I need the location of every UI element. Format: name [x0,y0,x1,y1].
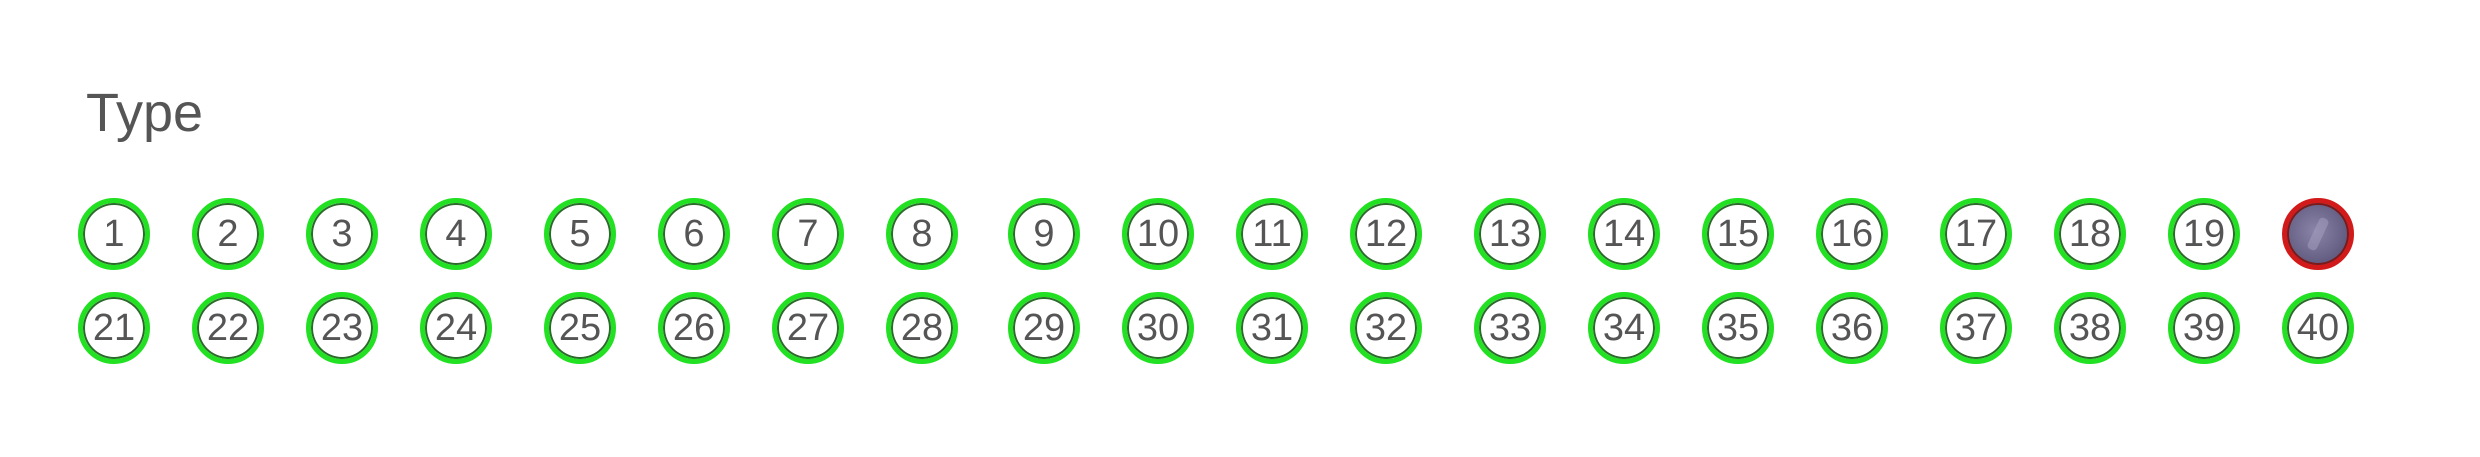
selection-mark [2306,216,2330,252]
type-option-18[interactable]: 18 [2054,198,2126,270]
type-option-20-selected[interactable]: 20 [2282,198,2354,270]
type-option-8[interactable]: 8 [886,198,958,270]
type-option-39[interactable]: 39 [2168,292,2240,364]
type-row-2: 21 22 23 24 25 26 27 28 29 30 31 32 33 3… [78,292,2368,372]
type-option-3[interactable]: 3 [306,198,378,270]
type-option-32[interactable]: 32 [1350,292,1422,364]
type-option-29[interactable]: 29 [1008,292,1080,364]
type-option-31[interactable]: 31 [1236,292,1308,364]
type-option-30[interactable]: 30 [1122,292,1194,364]
type-option-5[interactable]: 5 [544,198,616,270]
type-option-10[interactable]: 10 [1122,198,1194,270]
type-option-25[interactable]: 25 [544,292,616,364]
type-option-2[interactable]: 2 [192,198,264,270]
type-option-33[interactable]: 33 [1474,292,1546,364]
type-option-21[interactable]: 21 [78,292,150,364]
type-option-13[interactable]: 13 [1474,198,1546,270]
type-option-6[interactable]: 6 [658,198,730,270]
type-option-27[interactable]: 27 [772,292,844,364]
type-option-7[interactable]: 7 [772,198,844,270]
type-option-15[interactable]: 15 [1702,198,1774,270]
type-option-34[interactable]: 34 [1588,292,1660,364]
type-option-16[interactable]: 16 [1816,198,1888,270]
type-option-17[interactable]: 17 [1940,198,2012,270]
type-option-28[interactable]: 28 [886,292,958,364]
type-option-24[interactable]: 24 [420,292,492,364]
type-option-14[interactable]: 14 [1588,198,1660,270]
type-option-11[interactable]: 11 [1236,198,1308,270]
type-option-12[interactable]: 12 [1350,198,1422,270]
type-row-1: 1 2 3 4 5 6 7 8 9 10 11 12 13 14 15 16 1… [78,198,2368,278]
type-option-19[interactable]: 19 [2168,198,2240,270]
type-options-grid: 1 2 3 4 5 6 7 8 9 10 11 12 13 14 15 16 1… [78,198,2368,378]
type-option-9[interactable]: 9 [1008,198,1080,270]
type-option-26[interactable]: 26 [658,292,730,364]
type-option-23[interactable]: 23 [306,292,378,364]
type-option-38[interactable]: 38 [2054,292,2126,364]
type-option-36[interactable]: 36 [1816,292,1888,364]
type-option-35[interactable]: 35 [1702,292,1774,364]
type-option-22[interactable]: 22 [192,292,264,364]
type-option-1[interactable]: 1 [78,198,150,270]
type-option-4[interactable]: 4 [420,198,492,270]
type-option-37[interactable]: 37 [1940,292,2012,364]
type-option-40[interactable]: 40 [2282,292,2354,364]
type-heading: Type [86,83,204,143]
